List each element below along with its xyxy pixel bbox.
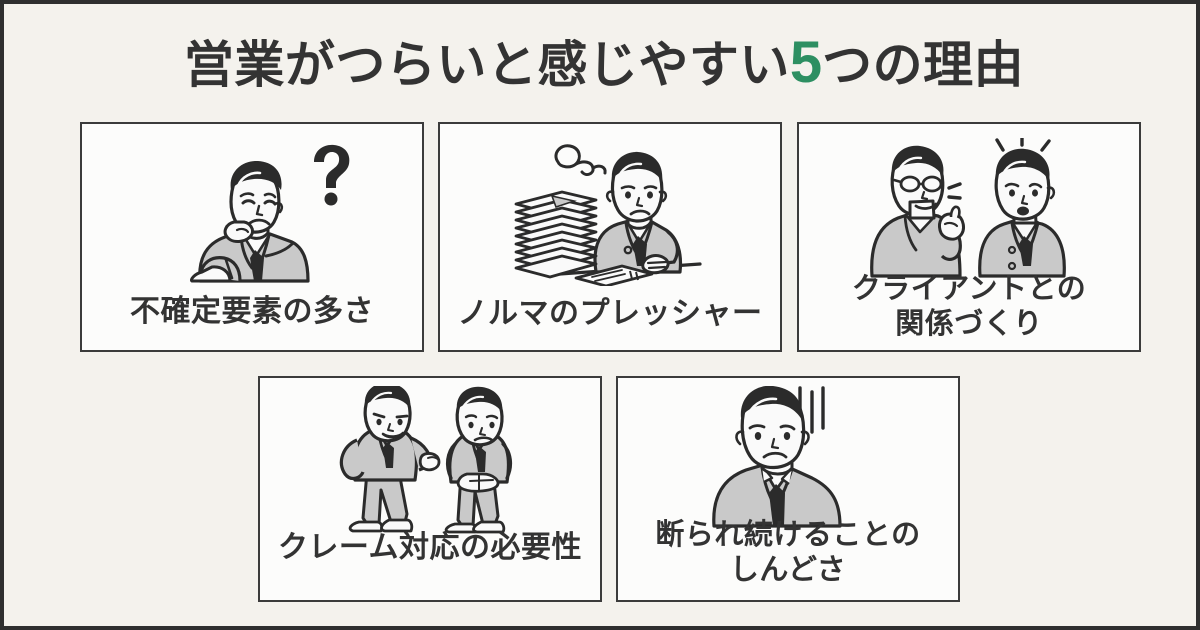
reason-card-5-label-line2: しんどさ (729, 554, 847, 587)
illustration-two-businessmen-talking (799, 138, 1139, 278)
title-text-before: 営業がつらいと感じやすい (183, 37, 790, 93)
reason-card-3-label-line1: クライアントとの (851, 273, 1087, 305)
page-title: 営業がつらいと感じやすい5つの理由 (4, 30, 1200, 97)
reason-card-3-label-line2: 関係づくり (895, 308, 1043, 341)
reason-card-4-label-line1: クレーム対応の必要性 (277, 531, 583, 564)
reason-card-4: クレーム対応の必要性 (258, 376, 602, 602)
reason-card-2-label-line1: ノルマのプレッシャー (457, 297, 763, 330)
title-number-5: 5 (789, 30, 823, 95)
illustration-dejected-businessman-with-gloom-lines (618, 386, 958, 528)
reason-card-5-label: 断られ続けることの しんどさ (618, 518, 958, 589)
reason-card-3: クライアントとの 関係づくり (797, 122, 1141, 352)
reason-card-2-label: ノルマのプレッシャー (440, 296, 780, 333)
reason-card-4-label: クレーム対応の必要性 (260, 530, 600, 567)
reason-card-2: ノルマのプレッシャー (438, 122, 782, 352)
illustration-angry-man-complaining-to-apologizing-man (260, 386, 600, 534)
title-text-after: つの理由 (822, 37, 1025, 93)
illustration-businessman-with-stack-of-documents (440, 134, 780, 286)
reason-card-1: 不確定要素の多さ (80, 122, 424, 352)
reason-card-1-label-line1: 不確定要素の多さ (130, 295, 374, 328)
reason-card-5-label-line1: 断られ続けることの (655, 519, 921, 551)
reason-card-5: 断られ続けることの しんどさ (616, 376, 960, 602)
illustration-thinking-businessman-with-question-mark (82, 138, 422, 283)
reason-card-3-label: クライアントとの 関係づくり (799, 272, 1139, 343)
reason-card-1-label: 不確定要素の多さ (82, 294, 422, 331)
